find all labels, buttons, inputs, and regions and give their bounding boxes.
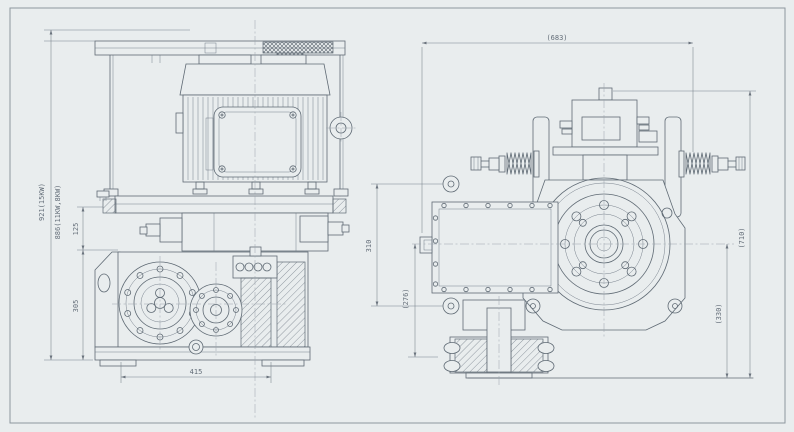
dim-overall-width: (683) [546,34,567,42]
cover-ear-bottom [442,297,460,315]
rope-groove [537,360,555,372]
front-view: 921(15KW) 886(11KW,8KW) 125 305 415 [38,20,356,418]
spring-bolt-nut [470,156,482,171]
drain-plug [188,339,204,355]
isolation-pad [262,41,334,54]
dim-cover-hole-pitch: 310 [365,240,373,253]
gear-side-cover [419,175,559,315]
gearbox [94,246,311,367]
spring-coil [506,152,532,175]
dim-center-height: 305 [72,300,80,313]
input-housing [139,212,350,252]
brake-spring-left [470,150,540,178]
foot-hole-right [667,298,683,314]
shaft-end-right [299,215,329,243]
brake-spring-right [678,150,746,178]
dim-axis-height: (330) [715,303,723,324]
spring-bolt-nut [735,156,746,171]
motor [175,63,353,195]
dim-motor-seat: 125 [72,223,80,236]
worm-shaft-stub [419,236,433,254]
cover-screws [218,111,297,173]
dim-center-to-rope: (276) [402,288,410,309]
side-view: (683) 310 (276) (710) (330) [365,34,756,385]
spring-bolt-head [717,157,729,171]
box-body [571,99,638,148]
rope-groove [443,342,461,354]
foot-pad-left [99,359,137,367]
front-centerlines [112,20,356,418]
mount-bracket-left [198,54,252,65]
sheet-border [9,7,786,424]
dim-overall-height-side: (710) [738,227,746,248]
junction-box [552,87,659,181]
foot-hole-left [525,298,541,314]
motor-feet [192,181,320,195]
box-neck [582,154,628,181]
shaft-bolt-left [145,223,161,237]
cover-ear-top [442,175,460,193]
terminal-cover [213,106,302,178]
cover-screws [432,202,553,293]
box-base-plate [552,146,659,156]
box-cover-plate [581,116,621,141]
base [94,339,311,367]
bracket-hole [97,273,111,293]
dim-base-length: 415 [190,368,203,376]
anchor-bolt [96,190,110,198]
side-centerlines [412,83,734,385]
shaft-bolt-right [327,221,344,236]
motor-side-lug [175,112,184,134]
shaft-column [240,277,272,348]
front-view-dimensions: 921(15KW) 886(11KW,8KW) 125 305 415 [38,29,272,383]
rope-groove [443,360,461,372]
shaft-end-left [159,217,183,243]
bedplate-pad-left [102,198,117,214]
cable-gland [598,87,613,101]
bearing-cap-bolt [249,246,262,257]
spring-bolt-head [488,157,500,171]
pedestal [276,261,306,348]
dim-overall-height-15kw: 921(15KW) [38,183,46,221]
support-bracket [94,251,121,348]
bedplate-pad-right [332,198,347,214]
dim-overall-height-11kw: 886(11KW,8KW) [54,185,62,240]
mount-bracket-right [260,54,307,65]
side-view-dimensions: (683) 310 (276) (710) (330) [365,34,756,378]
foot-pad-right [261,359,305,367]
rope-groove [537,342,555,354]
suspension-frame [94,40,349,197]
spring-coil [685,152,711,175]
rod-nut-right [333,188,349,197]
